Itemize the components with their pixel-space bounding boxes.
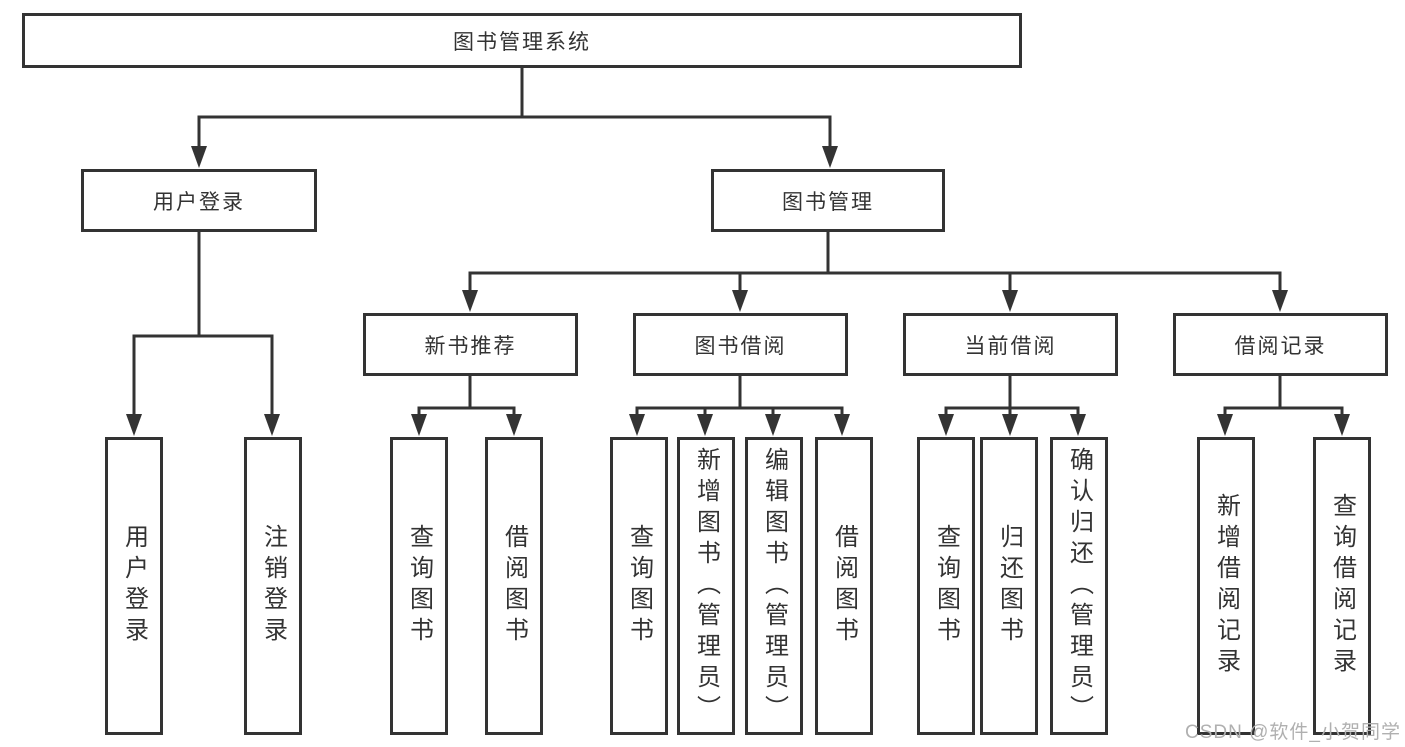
node-library-management-system: 图书管理系统	[22, 13, 1022, 68]
leaf-add-borrow-record-label: 新增借阅记录	[1212, 493, 1240, 679]
leaf-return-books-label: 归还图书	[995, 524, 1023, 648]
node-current-borrow: 当前借阅	[903, 313, 1118, 376]
leaf-borrow-books-recommend: 借阅图书	[485, 437, 543, 735]
leaf-edit-books-admin: 编辑图书（管理员）	[745, 437, 803, 735]
leaf-user-login: 用户登录	[105, 437, 163, 735]
node-new-book-recommend: 新书推荐	[363, 313, 578, 376]
leaf-add-books-admin-label: 新增图书（管理员）	[692, 446, 720, 726]
leaf-add-borrow-record: 新增借阅记录	[1197, 437, 1255, 735]
node-borrow-records: 借阅记录	[1173, 313, 1388, 376]
leaf-borrow-books: 借阅图书	[815, 437, 873, 735]
tree-edges	[132, 67, 1344, 417]
node-book-management: 图书管理	[711, 169, 945, 232]
leaf-query-books-recommend: 查询图书	[390, 437, 448, 735]
arrowheads	[126, 146, 1350, 436]
leaf-query-borrow-record-label: 查询借阅记录	[1328, 493, 1356, 679]
leaf-logout-login: 注销登录	[244, 437, 302, 735]
leaf-query-books-current: 查询图书	[917, 437, 975, 735]
leaf-edit-books-admin-label: 编辑图书（管理员）	[760, 446, 788, 726]
csdn-watermark: CSDN @软件_小贺同学	[1185, 722, 1401, 743]
leaf-query-borrow-record: 查询借阅记录	[1313, 437, 1371, 735]
leaf-logout-login-label: 注销登录	[259, 524, 287, 648]
leaf-confirm-return-admin: 确认归还（管理员）	[1050, 437, 1108, 735]
node-book-borrow: 图书借阅	[633, 313, 848, 376]
leaf-query-books-borrow-label: 查询图书	[625, 524, 653, 648]
node-user-login: 用户登录	[81, 169, 317, 232]
leaf-query-books-recommend-label: 查询图书	[405, 524, 433, 648]
leaf-query-books-borrow: 查询图书	[610, 437, 668, 735]
leaf-return-books: 归还图书	[980, 437, 1038, 735]
leaf-query-books-current-label: 查询图书	[932, 524, 960, 648]
leaf-borrow-books-label: 借阅图书	[830, 524, 858, 648]
leaf-add-books-admin: 新增图书（管理员）	[677, 437, 735, 735]
leaf-user-login-label: 用户登录	[120, 524, 148, 648]
leaf-borrow-books-recommend-label: 借阅图书	[500, 524, 528, 648]
leaf-confirm-return-admin-label: 确认归还（管理员）	[1065, 446, 1093, 726]
